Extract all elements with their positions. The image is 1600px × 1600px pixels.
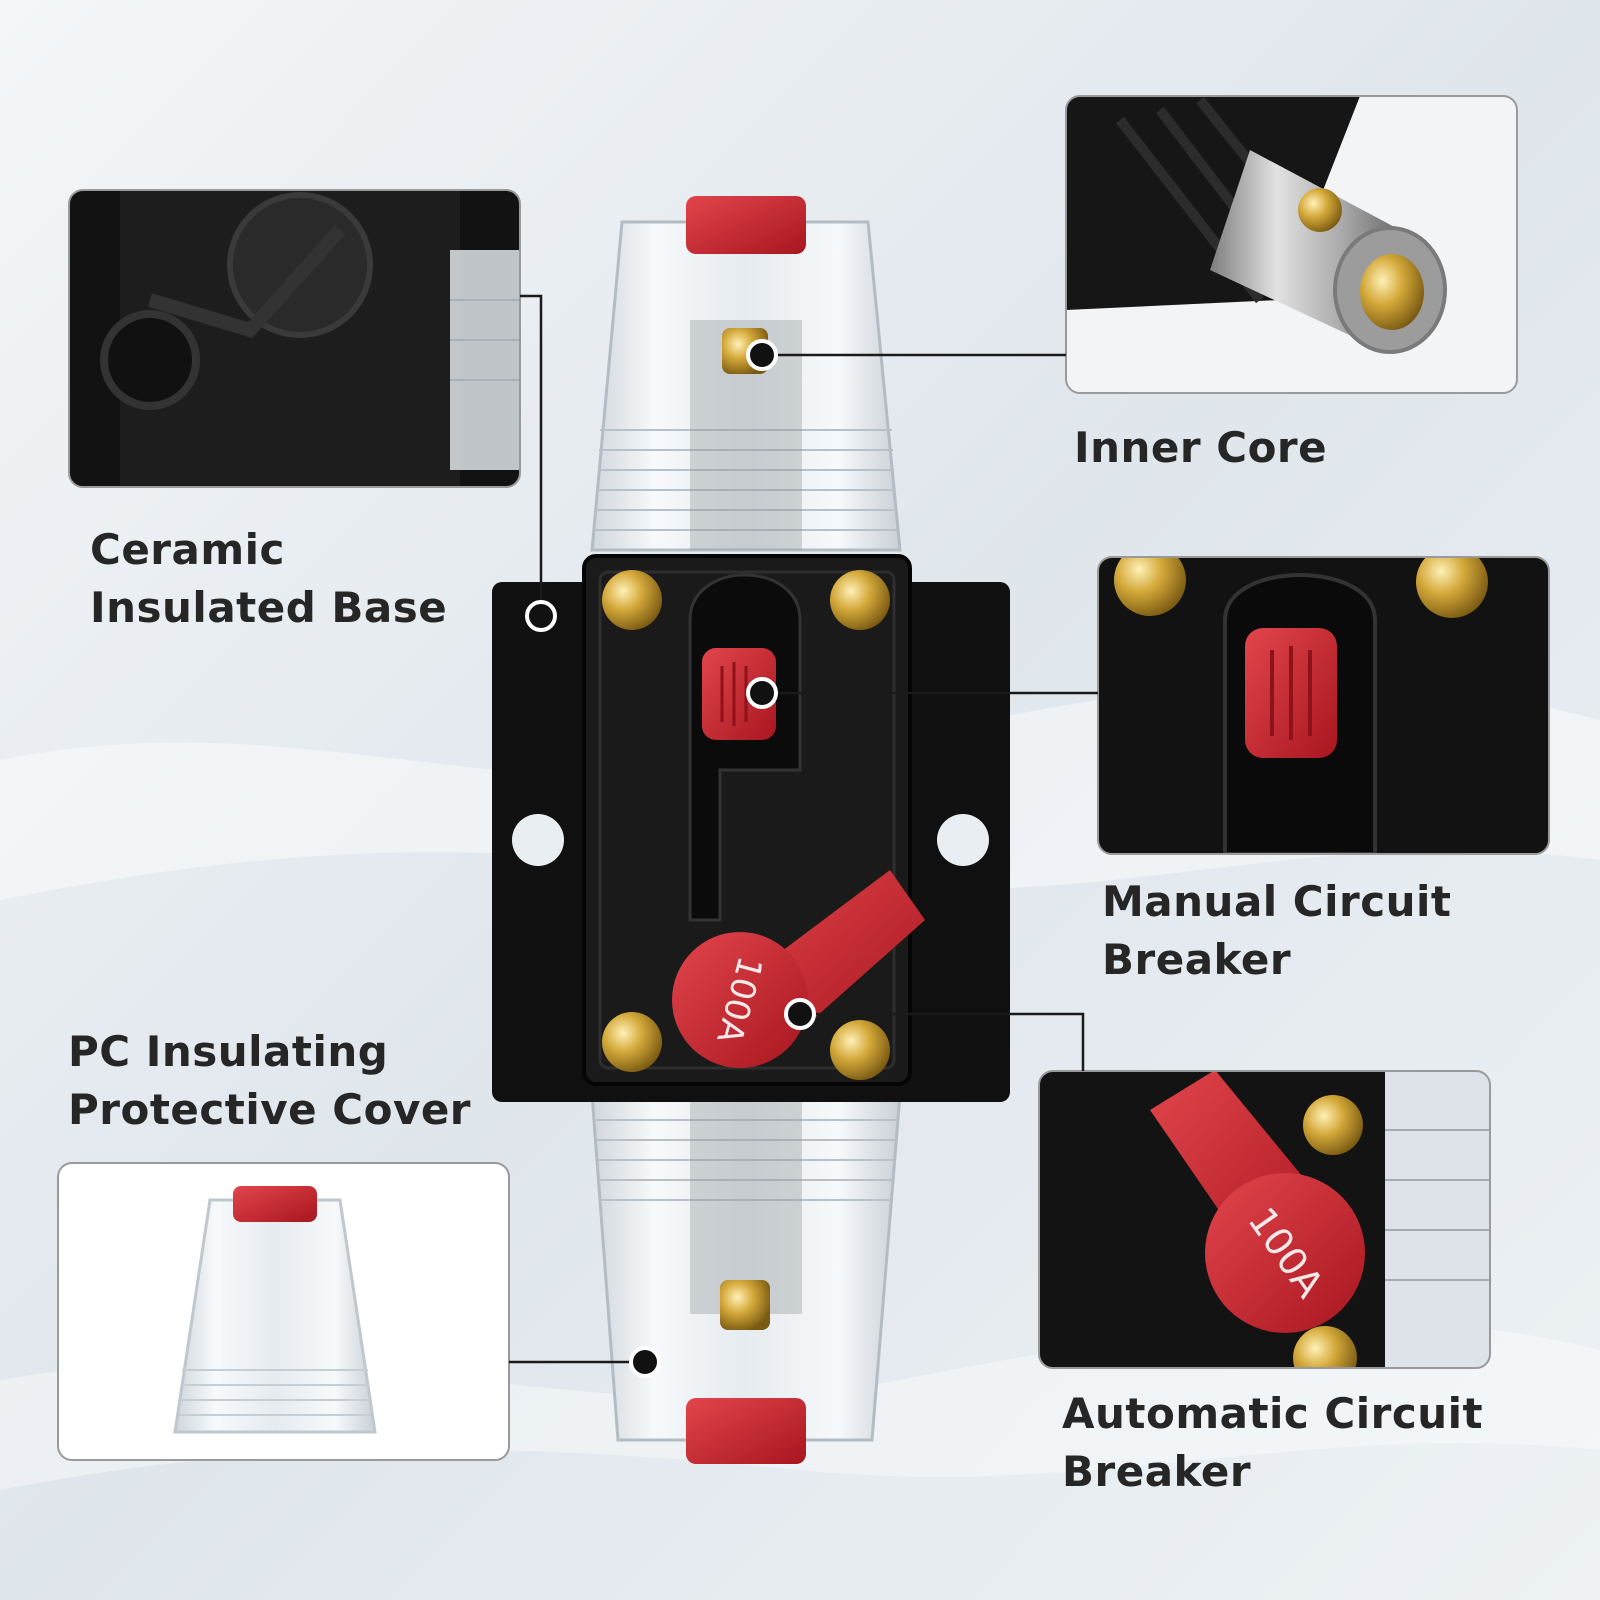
mounting-hole: [937, 814, 989, 866]
brass-screw: [830, 1020, 890, 1080]
callout-image-inner-core: [1065, 95, 1518, 394]
label-manual-circuit-breaker: Manual Circuit Breaker: [1102, 873, 1452, 989]
label-line: Automatic Circuit: [1062, 1389, 1484, 1438]
callout-dot-icon: [525, 600, 557, 632]
label-line: Inner Core: [1074, 423, 1328, 472]
top-protective-cover: [590, 196, 902, 552]
label-line: Ceramic: [90, 525, 285, 574]
callout-dot-icon: [629, 1346, 661, 1378]
label-inner-core: Inner Core: [1074, 419, 1327, 477]
leader-lines: [509, 294, 1098, 1364]
label-pc-insulating-protective-cover: PC Insulating Protective Cover: [68, 1023, 471, 1139]
callout-image-ceramic-base: [68, 189, 521, 488]
auto-trip-lever[interactable]: 100A: [672, 870, 925, 1068]
callout-image-protective-cover: [57, 1162, 510, 1461]
callout-dot-icon: [746, 339, 778, 371]
label-automatic-circuit-breaker: Automatic Circuit Breaker: [1062, 1385, 1483, 1501]
label-line: Manual Circuit: [1102, 877, 1452, 926]
callout-dot-icon: [746, 677, 778, 709]
label-ceramic-insulated-base: Ceramic Insulated Base: [90, 521, 447, 637]
brass-screw: [602, 1012, 662, 1072]
label-line: Breaker: [1102, 935, 1292, 984]
bottom-cap-red-tip: [686, 1398, 806, 1464]
top-cap-red-tip: [686, 196, 806, 254]
circuit-breaker-device: 100A: [492, 196, 1010, 1464]
breaker-housing: 100A: [582, 554, 925, 1086]
brass-screw: [830, 570, 890, 630]
label-line: Insulated Base: [90, 583, 448, 632]
bottom-protective-cover: [590, 1092, 902, 1464]
label-line: Breaker: [1062, 1447, 1252, 1496]
mounting-hole: [512, 814, 564, 866]
label-line: Protective Cover: [68, 1085, 472, 1134]
label-line: PC Insulating: [68, 1027, 389, 1076]
callout-dots: [525, 339, 816, 1378]
callout-image-manual-breaker: [1097, 556, 1550, 855]
brass-screw: [602, 570, 662, 630]
callout-dot-icon: [784, 998, 816, 1030]
callout-image-auto-breaker: 100A: [1038, 1070, 1491, 1369]
